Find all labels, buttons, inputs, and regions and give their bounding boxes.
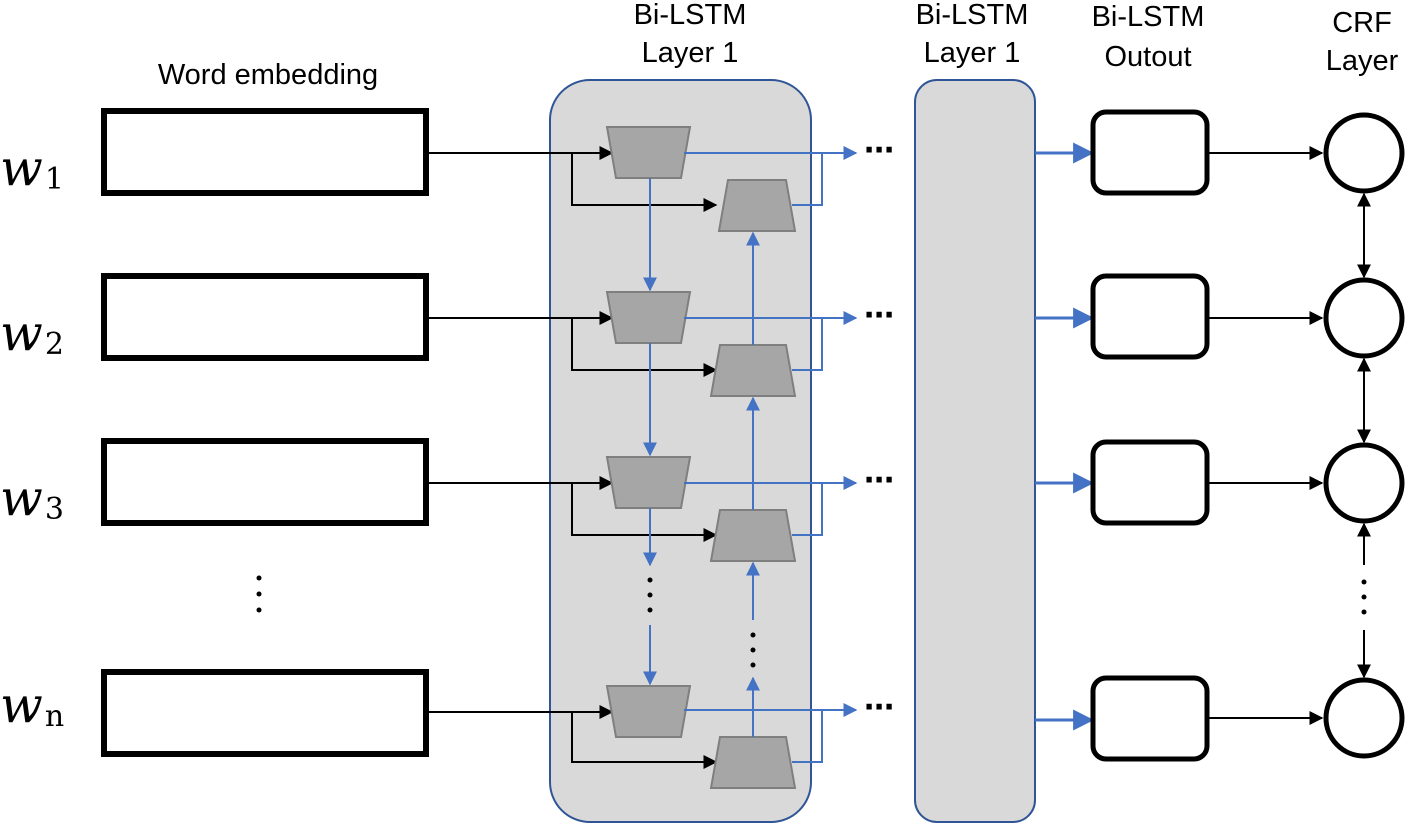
header-word-embedding: Word embedding [158, 59, 378, 91]
backward-lstm-cell [717, 179, 797, 232]
word-label-wn: wn [0, 676, 64, 734]
forward-recurrent-arrows [643, 178, 657, 686]
header-bilstm-layer1-a-line2: Layer 1 [642, 37, 739, 69]
forward-lstm-cell [605, 456, 692, 509]
svg-text:w3: w3 [0, 469, 64, 527]
backward-output-line [792, 153, 823, 206]
output-box-3 [1090, 439, 1210, 526]
row-2: ⋯ [426, 291, 894, 397]
embedding-box-3 [101, 438, 429, 526]
row-n: ⋯ [426, 685, 894, 789]
embedding-box-2 [101, 273, 429, 361]
bilstm-layer1-panel [549, 79, 812, 823]
forward-lstm-cell [605, 126, 692, 179]
forward-lstm-cell [605, 291, 692, 344]
embedding-box-1 [101, 108, 429, 196]
word-label-w1: w1 [0, 139, 64, 197]
svg-text:w1: w1 [0, 139, 64, 197]
output-box-2 [1090, 273, 1210, 360]
header-crf-layer-line1: CRF [1332, 7, 1392, 39]
crf-node-3 [1323, 442, 1405, 524]
forward-lstm-cell [605, 685, 692, 738]
crf-node-1 [1323, 112, 1405, 194]
header-crf-layer-line2: Layer [1326, 45, 1399, 77]
input-arrow-backward [571, 153, 718, 212]
backward-output-line [792, 710, 823, 763]
output-to-crf-arrows [1207, 146, 1324, 725]
header-bilstm-output-line2: Outout [1104, 41, 1191, 73]
backward-recurrent-arrows [746, 231, 760, 737]
output-box-1 [1090, 109, 1210, 196]
header-bilstm-layer1-a-line1: Bi-LSTM [634, 0, 747, 31]
svg-text:w2: w2 [0, 304, 64, 362]
input-arrow-backward [571, 483, 718, 542]
backward-lstm-cell [709, 344, 797, 397]
header-bilstm-output-line1: Bi-LSTM [1092, 1, 1205, 33]
row-ellipsis: ⋯ [864, 134, 894, 167]
word-label-w3: w3 [0, 469, 64, 527]
row-ellipsis: ⋯ [864, 464, 894, 497]
row-ellipsis: ⋯ [864, 299, 894, 332]
row-3: ⋯ [426, 456, 894, 562]
backward-output-line [792, 483, 823, 536]
backward-output-line [792, 318, 823, 371]
bilstm-layer2-panel [914, 79, 1036, 823]
crf-node-n [1323, 677, 1405, 759]
crf-node-2 [1323, 277, 1405, 359]
backward-lstm-cell [709, 509, 797, 562]
row-ellipsis: ⋯ [864, 691, 894, 724]
svg-text:wn: wn [0, 676, 64, 734]
output-box-n [1090, 675, 1210, 762]
header-bilstm-layer1-b-line2: Layer 1 [924, 37, 1021, 69]
word-label-w2: w2 [0, 304, 64, 362]
layer2-to-output-arrows [1035, 142, 1095, 731]
row-1: ⋯ [426, 126, 894, 232]
backward-lstm-cell [709, 736, 797, 789]
embedding-ellipsis [256, 575, 262, 613]
header-bilstm-layer1-b-line1: Bi-LSTM [916, 0, 1029, 31]
input-arrow-backward [571, 318, 718, 377]
embedding-box-n [101, 669, 429, 757]
input-arrow-backward [571, 712, 718, 769]
crf-links [1357, 192, 1371, 679]
